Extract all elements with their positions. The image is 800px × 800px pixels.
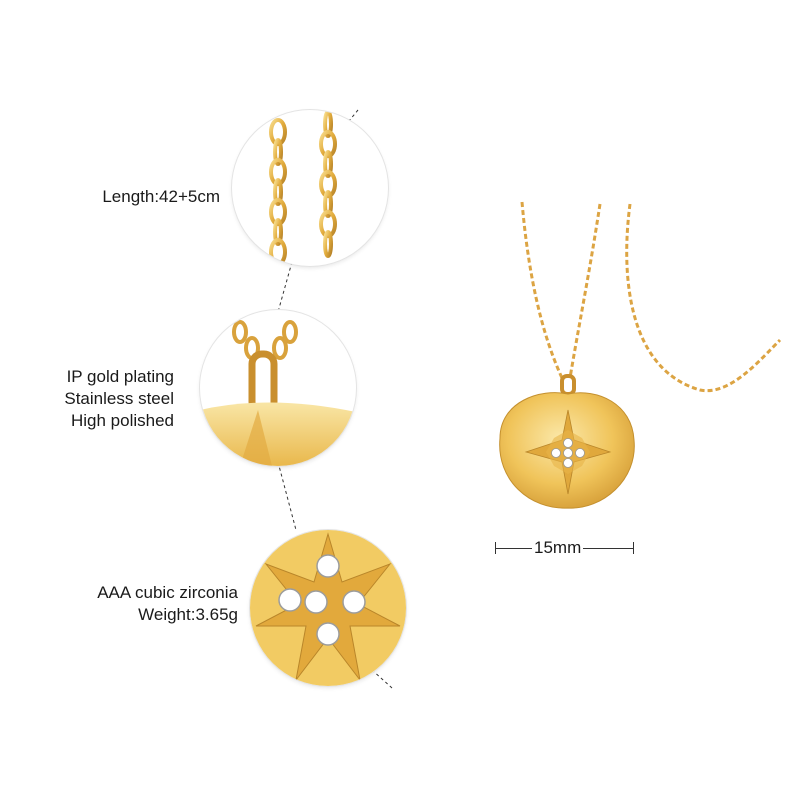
bail-closeup-image [200, 310, 356, 466]
material-line-steel: Stainless steel [64, 389, 174, 408]
zirconia-closeup-image [250, 530, 406, 686]
material-line-plating: IP gold plating [66, 367, 174, 386]
diameter-dimension: 15mm [495, 536, 635, 560]
material-line-polish: High polished [70, 411, 174, 430]
chain-closeup-image [232, 110, 388, 266]
weight-label: Weight:3.65g [138, 605, 238, 624]
dimension-label: 15mm [532, 538, 584, 558]
length-label: Length:42+5cm [102, 187, 220, 206]
stone-weight-label: AAA cubic zirconia Weight:3.65g [20, 582, 238, 626]
necklace-main-image [499, 201, 782, 509]
stone-label: AAA cubic zirconia [97, 583, 238, 602]
dimension-tick-right [633, 542, 634, 554]
material-label: IP gold plating Stainless steel High pol… [20, 366, 174, 432]
